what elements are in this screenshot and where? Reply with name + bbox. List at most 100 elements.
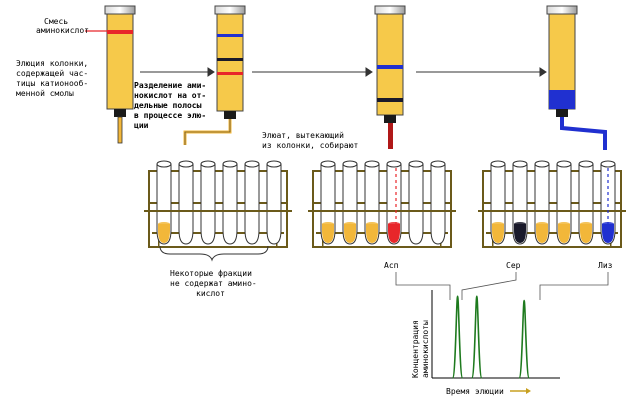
tube-liquid [492,224,504,243]
chromatogram-peak [518,299,530,379]
tube-liquid [558,224,570,243]
rack-post-right [450,170,452,248]
rack-post-left [312,170,314,248]
test-tube-rim [320,160,336,168]
rack-base [482,246,622,248]
label-column-4: менной смолы [16,89,74,98]
test-tube-rim [386,160,402,168]
label-ser: Сер [506,261,521,270]
progress-arrows [140,67,547,77]
chromatogram-peak [451,295,464,379]
test-tube [200,164,216,245]
rack-front-rail [308,210,456,212]
rack-post-right [286,170,288,248]
tube-liquid-surface [558,222,570,226]
label-amino-mix-1: Смесь [44,17,68,26]
tube-liquid-surface [366,222,378,226]
tube-racks [144,160,626,248]
tube-liquid-surface [158,222,170,226]
test-tube-rim [490,160,506,168]
test-tube-rim [364,160,380,168]
tube-liquid-surface [492,222,504,226]
rack-rail-lower [152,232,284,234]
test-tube-rim [534,160,550,168]
label-separation-3: дельные полосы [134,101,202,110]
rack-rail-middle [148,202,288,204]
label-separation-1: Разделение ами- [134,81,206,90]
rack-front-rail [478,210,626,212]
test-tube [266,164,282,245]
chromatogram-peak [471,295,483,379]
x-axis-label: Время элюции [446,387,504,396]
label-empty-2: не содержат амино- [170,279,257,288]
test-tube [244,164,260,245]
tube-liquid [388,224,400,243]
test-tube-rim [512,160,528,168]
empty-fractions-brace [159,245,269,262]
test-tube-rim [178,160,194,168]
rack-base [148,246,288,248]
label-lys: Лиз [598,261,613,270]
label-separation-5: ции [134,121,149,130]
rack-rail-lower [486,232,618,234]
tube-liquid [158,224,170,243]
x-axis-arrow-icon [510,388,531,394]
tube-liquid [580,224,592,243]
rack-rail-top [482,170,622,172]
rack-post-right [620,170,622,248]
test-tube [222,164,238,245]
tube-liquid-surface [388,222,400,226]
rack-post-left [482,170,484,248]
label-separation-4: в процессе элю- [134,111,206,120]
test-tube [178,164,194,245]
test-tube-rim [244,160,260,168]
label-eluate-2: из колонки, собирают [262,140,359,150]
rack-rail-middle [312,202,452,204]
amino-mix-band [107,30,133,34]
peaks-layer [451,295,530,379]
column-2 [183,5,246,145]
tube-liquid [344,224,356,243]
test-tube-rim [156,160,172,168]
test-tube [408,164,424,245]
test-tube-rim [266,160,282,168]
tube-liquid-surface [514,222,526,226]
tube-liquid-surface [322,222,334,226]
label-column-2: содержащей час- [16,69,88,78]
elution-chart [431,290,560,379]
rack-rail-middle [482,202,622,204]
tube-liquid [602,224,614,243]
test-tube-rim [556,160,572,168]
label-empty-3: кислот [196,289,225,298]
test-tube-rim [578,160,594,168]
test-tube-rim [200,160,216,168]
label-column-1: Элюция колонки, [16,59,88,68]
y-axis-label-1: Концентрация [411,320,420,378]
rack-rail-top [312,170,452,172]
column-1 [104,5,136,144]
label-eluate-1: Элюат, вытекающий [262,131,344,140]
rack-rail-top [148,170,288,172]
rack-post-left [148,170,150,248]
label-amino-mix-2: аминокислот [36,26,89,35]
test-tube [430,164,446,245]
y-axis-label-2: аминокислоты [421,320,430,378]
label-to-peak-lines [395,272,609,300]
tube-liquid-surface [536,222,548,226]
tube-liquid [536,224,548,243]
tube-liquid-surface [344,222,356,226]
tube-liquid [322,224,334,243]
rack-base [312,246,452,248]
test-tube-rim [342,160,358,168]
label-empty-1: Некоторые фракции [170,269,252,278]
column-3 [374,5,406,149]
tube-liquid [366,224,378,243]
tube-liquid-surface [580,222,592,226]
label-separation-2: нокислот на от- [134,91,206,100]
rack-front-rail [144,210,292,212]
test-tube-rim [408,160,424,168]
label-asp: Асп [384,261,399,270]
label-column-3: тицы катионооб- [16,78,88,88]
test-tube-rim [600,160,616,168]
